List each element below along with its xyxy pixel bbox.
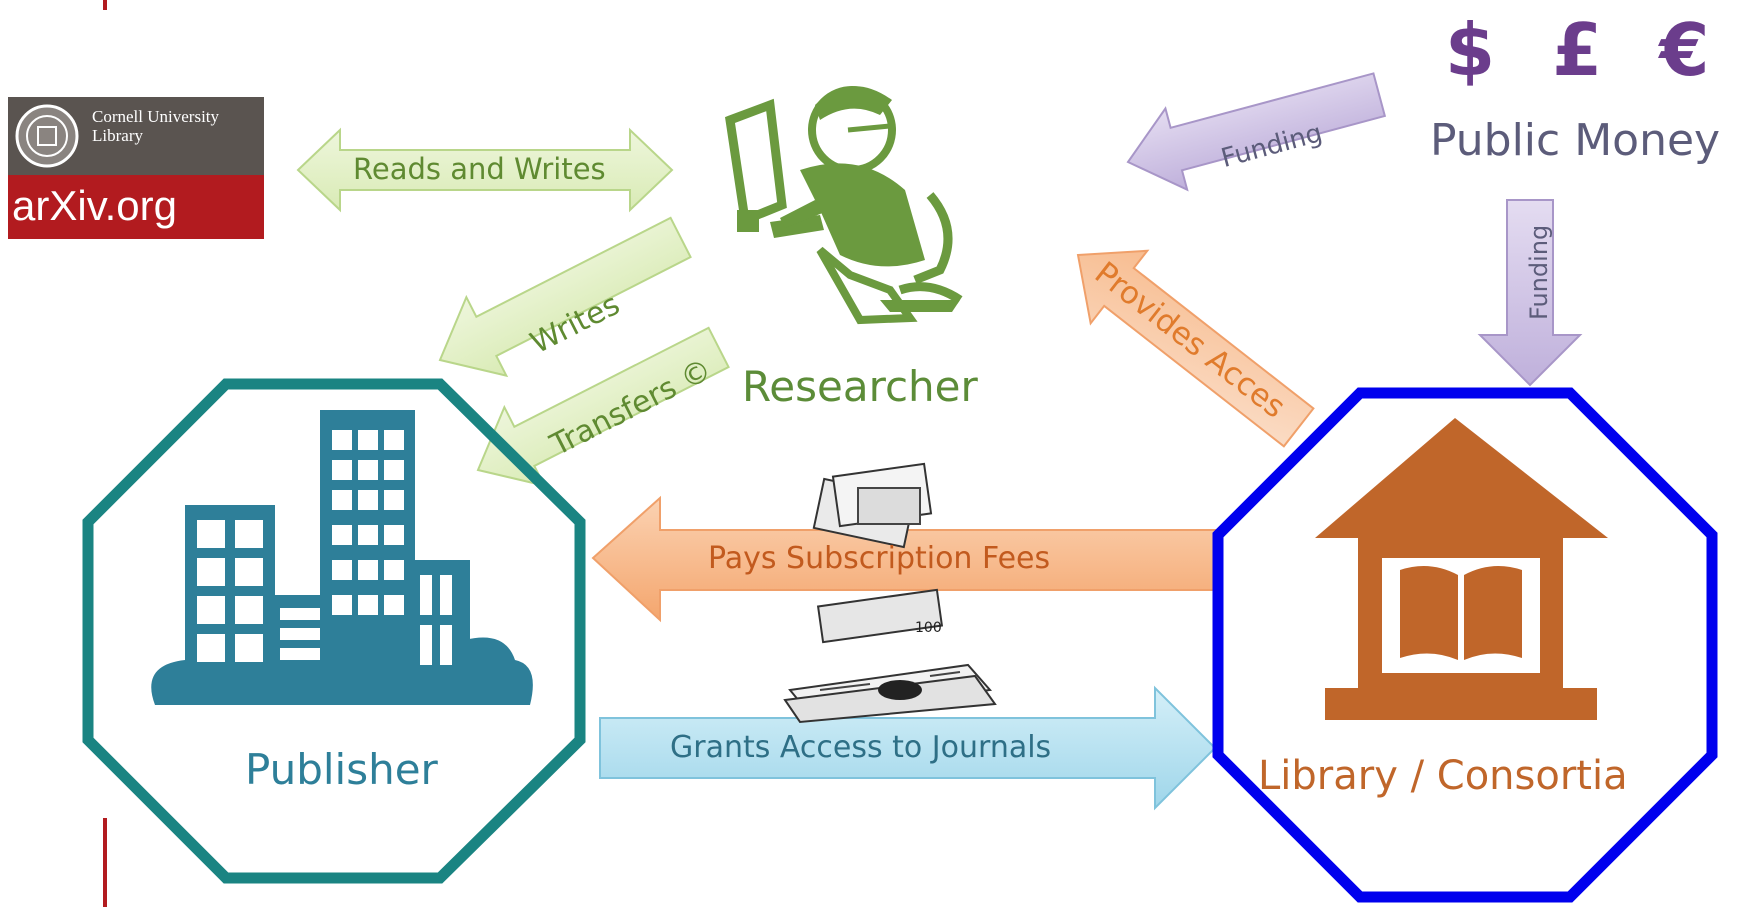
library-octagon	[1212, 387, 1718, 903]
money-stack-icon: 100	[812, 462, 944, 644]
publisher-label: Publisher	[245, 745, 438, 794]
library-label: Library / Consortia	[1258, 753, 1628, 799]
arxiv-banner: arXiv.org	[8, 175, 264, 239]
provides-access-arrow	[1076, 249, 1315, 448]
arxiv-logo: Cornell University Library arXiv.org	[8, 97, 264, 239]
journals-stack-icon	[783, 663, 997, 724]
slide-accent-bar-top	[103, 0, 107, 10]
writes-arrow	[438, 216, 692, 378]
researcher-icon	[725, 86, 963, 325]
cornell-seal-icon	[15, 104, 79, 168]
arxiv-name: arXiv.org	[12, 182, 177, 229]
currency-symbols: $ £ €	[1445, 8, 1726, 92]
reads-and-writes-label: Reads and Writes	[353, 152, 606, 186]
pays-subscription-label: Pays Subscription Fees	[708, 541, 1051, 576]
funding-to-researcher-arrow	[1126, 72, 1387, 192]
publisher-octagon	[82, 378, 586, 884]
slide-accent-bar-bottom	[103, 818, 107, 907]
reads-and-writes-arrow	[296, 127, 674, 213]
public-money-label: Public Money	[1430, 115, 1721, 166]
cornell-institution: Cornell University Library	[92, 107, 220, 145]
svg-text:100: 100	[915, 620, 942, 636]
cornell-banner: Cornell University Library	[8, 97, 264, 175]
researcher-label: Researcher	[742, 362, 978, 411]
grants-access-arrow	[599, 685, 1217, 811]
grants-access-label: Grants Access to Journals	[670, 730, 1052, 765]
publisher-building-icon	[151, 410, 533, 705]
library-building-icon	[1315, 418, 1608, 720]
funding-to-library-label: Funding	[1525, 224, 1553, 320]
funding-to-library-arrow	[1477, 199, 1583, 387]
